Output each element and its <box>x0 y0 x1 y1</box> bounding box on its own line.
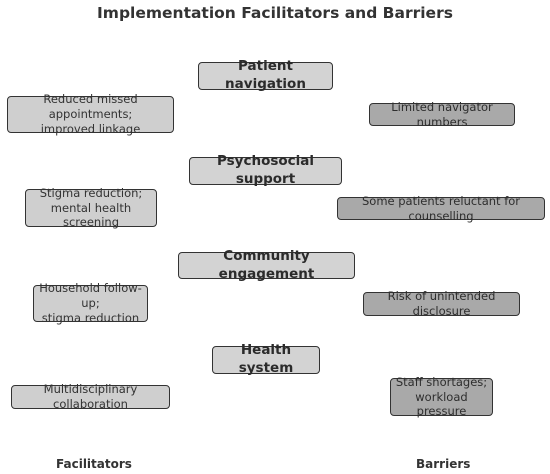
facilitators-column-label: Facilitators <box>56 457 132 471</box>
barrier-psychosocial-support: Some patients reluctant for counselling <box>337 194 545 223</box>
facilitator-community-engagement: Household follow-up; stigma reduction <box>33 281 148 325</box>
facilitator-psychosocial-support: Stigma reduction; mental health screenin… <box>25 186 157 229</box>
barriers-column-label: Barriers <box>416 457 471 471</box>
category-patient-navigation: Patient navigation <box>198 58 333 92</box>
diagram-title: Implementation Facilitators and Barriers <box>97 4 453 22</box>
facilitator-patient-navigation: Reduced missed appointments; improved li… <box>7 92 174 136</box>
facilitator-health-system: Multidisciplinary collaboration <box>11 382 170 411</box>
barrier-patient-navigation: Limited navigator numbers <box>369 100 515 129</box>
category-psychosocial-support: Psychosocial support <box>189 153 342 187</box>
barrier-health-system: Staff shortages; workload pressure <box>390 375 493 418</box>
barrier-community-engagement: Risk of unintended disclosure <box>363 289 520 318</box>
category-health-system: Health system <box>212 342 320 376</box>
category-community-engagement: Community engagement <box>178 248 355 282</box>
